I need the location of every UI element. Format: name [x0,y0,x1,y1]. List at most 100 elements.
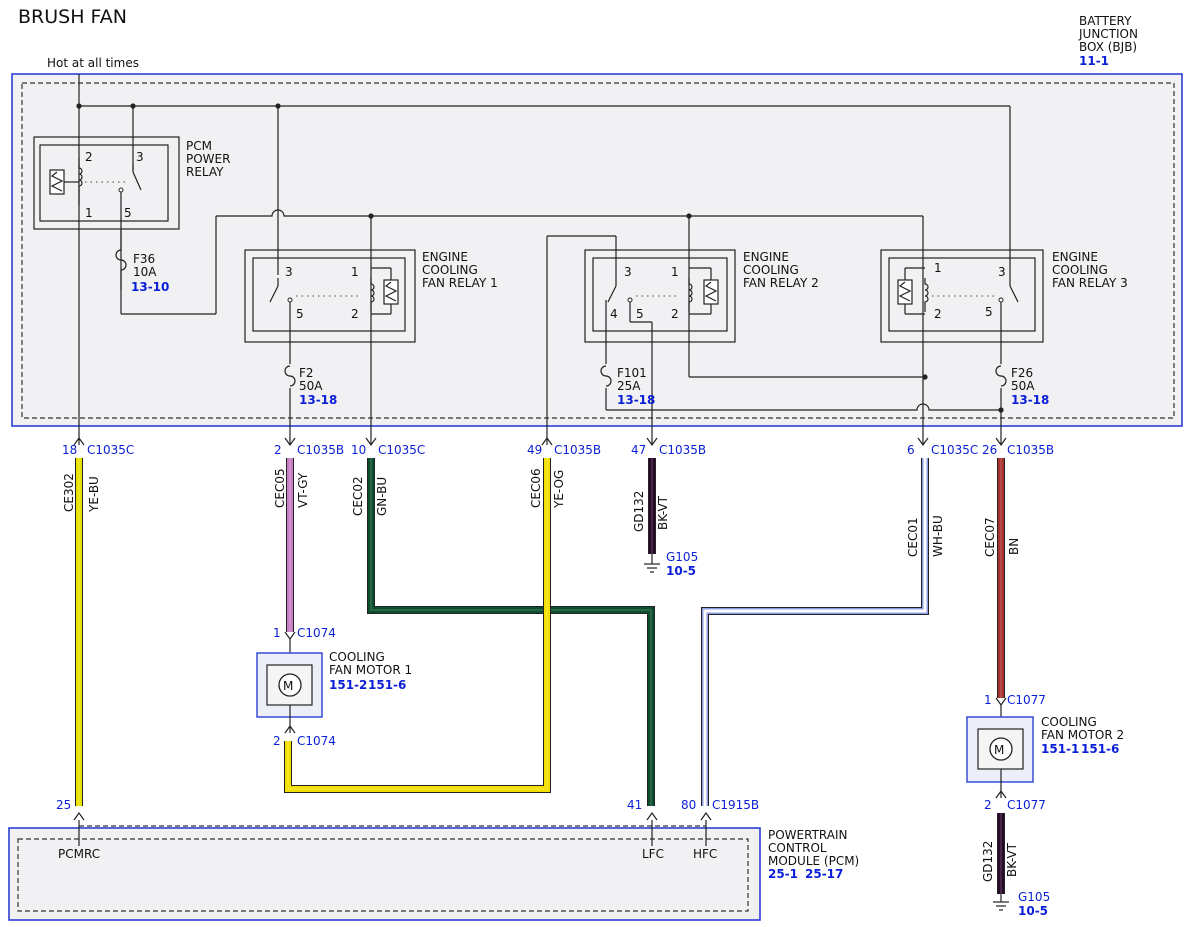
wire-label-ce302: CE302 [62,473,76,512]
relay2-pin-4: 4 [610,307,618,321]
diagram-title: BRUSH FAN [18,6,127,28]
pcm-pin-41: 41 [627,798,642,812]
motor1-label-2: FAN MOTOR 1 [329,663,412,677]
motor2-ref2-link[interactable]: 151-6 [1081,742,1119,756]
bjb-connector-row: 18 C1035C 2 C1035B 10 C1035C 49 C1035B 4… [62,436,1054,457]
relay2-pin-2: 2 [671,307,679,321]
wire-label-cec01: CEC01 [906,517,920,557]
wire-color-ye-og: YE-OG [552,470,566,509]
pcm-ref1-link[interactable]: 25-1 [768,867,798,881]
relay3-pin-3: 3 [998,265,1006,279]
wire-label-cec05: CEC05 [273,468,287,508]
motor1-ref1-link[interactable]: 151-2 [329,678,367,692]
fuse-f2: F2 50A 13-18 [284,364,337,407]
powertrain-control-module: 25 41 80 C1915B PCMRC LFC HFC POWERTRAIN… [8,798,859,921]
ground2-ref-link[interactable]: 10-5 [1018,904,1048,918]
wire-cec01-outline [701,458,929,806]
bjb-label-1: BATTERY [1079,14,1132,28]
motor2-ref1-link[interactable]: 151-1 [1041,742,1079,756]
c1035c-pin-6: 6 [907,443,915,457]
fuse-f26: F26 50A 13-18 [995,364,1049,407]
pcm-pin-25: 25 [56,798,71,812]
fuse-f2-ref-link[interactable]: 13-18 [299,393,337,407]
pcm-label-3: MODULE (PCM) [768,854,859,868]
wire-cec02-outline [367,458,655,806]
engine-cooling-fan-relay-1: 3 1 5 2 ENGINE COOLING FAN RELAY 1 [244,249,498,343]
wire-cec01-stripe [703,458,927,806]
wire-color-vt-gy: VT-GY [296,472,310,508]
c1035b-label-2: C1035B [554,443,601,457]
pcm-relay-label-2: POWER [186,152,230,166]
relay1-pin-5: 5 [296,307,304,321]
motor2-symbol-m: M [994,743,1004,757]
relay1-label-2: COOLING [422,263,478,277]
fuse-f2-id: F2 [299,366,314,380]
fuse-f26-id: F26 [1011,366,1033,380]
bjb-ref-link[interactable]: 11-1 [1079,54,1109,68]
c1035b-pin-26: 26 [982,443,997,457]
wire-label-cec06: CEC06 [529,468,543,508]
ground1-ref-link[interactable]: 10-5 [666,564,696,578]
c1915b-label: C1915B [712,798,759,812]
wire-label-cec07: CEC07 [983,517,997,557]
fuse-f36-rating: 10A [133,265,157,279]
c1074-label-2: C1074 [297,734,336,748]
pcm-relay-pin-1: 1 [85,206,93,220]
fuse-f101-ref-link[interactable]: 13-18 [617,393,655,407]
engine-cooling-fan-relay-2: 3 1 4 5 2 ENGINE COOLING FAN RELAY 2 [584,249,819,343]
wire-cec02 [368,458,654,806]
c1074-pin-2: 2 [273,734,281,748]
bjb-label-2: JUNCTION [1078,27,1138,41]
fuse-f36-id: F36 [133,252,155,266]
pcm-relay-pin-5: 5 [124,206,132,220]
c1077-label-1: C1077 [1007,693,1046,707]
relay1-label-1: ENGINE [422,250,468,264]
relay2-pin-1: 1 [671,265,679,279]
fuse-f101: F101 25A 13-18 [600,364,655,407]
c1077-label-2: C1077 [1007,798,1046,812]
fuse-f101-rating: 25A [617,379,641,393]
pcm-pin-label-lfc: LFC [642,847,664,861]
wire-color-ye-bu: YE-BU [87,476,101,513]
c1035c-pin-18: 18 [62,443,77,457]
relay2-pin-3: 3 [624,265,632,279]
relay3-label-2: COOLING [1052,263,1108,277]
wire-label-gd132-1: GD132 [632,491,646,532]
cooling-fan-motor-2: 1 C1077 M 2 C1077 COOLING FAN MOTOR 2 15… [966,693,1124,812]
wire-cec02-stripe [370,458,652,806]
fuse-f36-ref-link[interactable]: 13-10 [131,280,169,294]
ground2-name: G105 [1018,890,1050,904]
c1074-label-1: C1074 [297,626,336,640]
power-bus [76,74,1011,445]
wire-color-wh-bu: WH-BU [931,515,945,557]
ground-g105-2: G105 10-5 [993,890,1050,918]
pcm-label-2: CONTROL [768,841,827,855]
wire-label-gd132-2: GD132 [981,841,995,882]
wire-color-gn-bu: GN-BU [375,477,389,516]
c1035b-label-3: C1035B [659,443,706,457]
fuse-f101-id: F101 [617,366,647,380]
motor2-label-1: COOLING [1041,715,1097,729]
motor1-ref2-link[interactable]: 151-6 [368,678,406,692]
fuse-f2-rating: 50A [299,379,323,393]
relay3-pin-5: 5 [985,305,993,319]
wire-cec01 [702,458,928,806]
ground1-name: G105 [666,550,698,564]
pcm-relay-pin-3: 3 [136,150,144,164]
relay3-label-1: ENGINE [1052,250,1098,264]
motor2-label-2: FAN MOTOR 2 [1041,728,1124,742]
relay3-label-3: FAN RELAY 3 [1052,276,1128,290]
motor1-label-1: COOLING [329,650,385,664]
pcm-label-1: POWERTRAIN [768,828,848,842]
pcm-ref2-link[interactable]: 25-17 [805,867,843,881]
c1035b-pin-2: 2 [274,443,282,457]
harness-wires [75,458,1005,894]
cooling-fan-motor-1: 1 C1074 M 2 C1074 COOLING FAN MOTOR 1 15… [256,626,412,748]
wire-cec06 [285,458,550,792]
pcm-relay-label-1: PCM [186,139,212,153]
fuse-f26-ref-link[interactable]: 13-18 [1011,393,1049,407]
hot-at-all-times-label: Hot at all times [47,56,139,70]
engine-cooling-fan-relay-3: 1 3 2 5 ENGINE COOLING FAN RELAY 3 [880,249,1128,343]
